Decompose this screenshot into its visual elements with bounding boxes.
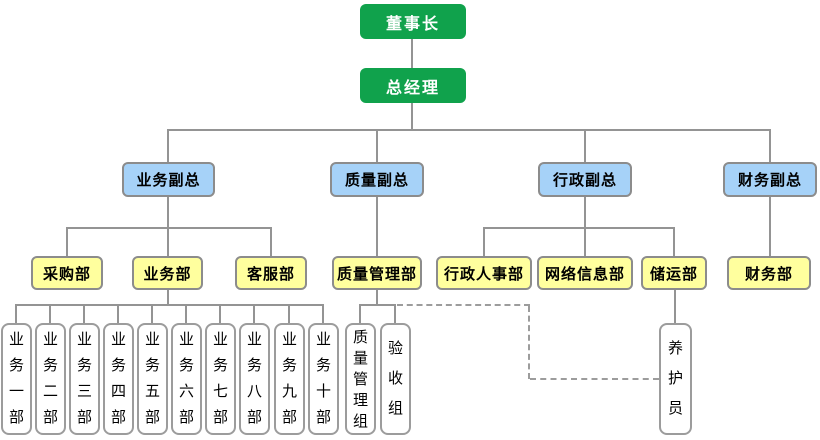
node-general-manager: 总经理: [360, 68, 466, 103]
connector-business-depts-bar: [66, 227, 272, 229]
connector-vp-bar: [167, 129, 771, 131]
node-dept-network-info: 网络信息部: [537, 256, 633, 290]
node-unit-business-3: 业 务 三 部: [69, 323, 100, 435]
connector-drop-business-dept: [167, 227, 169, 256]
connector-drop-purchasing: [66, 227, 68, 256]
node-unit-business-5: 业 务 五 部: [137, 323, 168, 435]
connector-gm-down: [411, 103, 413, 130]
connector-vp-quality-down: [376, 197, 378, 256]
node-unit-business-9: 业 务 九 部: [274, 323, 305, 435]
node-dept-finance: 财务部: [727, 256, 811, 290]
node-chairman: 董事长: [360, 4, 466, 39]
connector-vp-finance-down: [769, 197, 771, 256]
node-dept-purchasing: 采购部: [31, 256, 103, 290]
node-vp-quality: 质量副总: [330, 162, 424, 197]
node-unit-business-8: 业 务 八 部: [239, 323, 270, 435]
node-unit-business-10: 业 务 十 部: [308, 323, 339, 435]
node-unit-business-2: 业 务 二 部: [35, 323, 66, 435]
node-team-acceptance: 验 收 组: [380, 323, 411, 435]
connector-drop-unit-1: [15, 304, 17, 323]
node-dept-storage-transport: 储运部: [641, 256, 707, 290]
connector-quality-teams-bar: [359, 304, 396, 306]
connector-vp-admin-down: [584, 197, 586, 228]
node-unit-business-6: 业 务 六 部: [171, 323, 202, 435]
connector-drop-unit-8: [253, 304, 255, 323]
node-dept-business: 业务部: [132, 256, 203, 290]
node-dept-quality-management: 质量管理部: [332, 256, 422, 290]
node-unit-business-7: 业 务 七 部: [205, 323, 236, 435]
connector-drop-unit-10: [322, 304, 324, 323]
node-vp-business: 业务副总: [122, 162, 215, 197]
connector-drop-network-info: [584, 227, 586, 256]
connector-drop-unit-4: [117, 304, 119, 323]
connector-drop-storage: [673, 227, 675, 256]
node-staff-maintenance: 养 护 员: [659, 323, 692, 435]
node-dept-admin-hr: 行政人事部: [436, 256, 532, 290]
connector-vp-business-down: [167, 197, 169, 228]
connector-drop-unit-6: [185, 304, 187, 323]
connector-drop-unit-9: [288, 304, 290, 323]
connector-drop-acceptance-team: [394, 304, 396, 323]
connector-quality-dept-down: [376, 290, 378, 306]
node-unit-business-1: 业 务 一 部: [1, 323, 32, 435]
connector-drop-unit-5: [151, 304, 153, 323]
dashed-connector-h2: [530, 378, 659, 380]
node-team-quality-management: 质 量 管 理 组: [345, 323, 376, 435]
connector-drop-vp-admin: [584, 129, 586, 162]
dashed-connector-v: [528, 306, 530, 379]
connector-drop-admin-hr: [483, 227, 485, 256]
dashed-connector-h1: [397, 304, 530, 306]
connector-units-bar: [15, 304, 324, 306]
connector-drop-unit-7: [219, 304, 221, 323]
connector-drop-vp-finance: [769, 129, 771, 162]
connector-drop-customer-service: [270, 227, 272, 256]
connector-admin-depts-bar: [483, 227, 675, 229]
connector-storage-maintenance: [674, 290, 676, 323]
connector-chairman-gm: [411, 39, 413, 68]
connector-drop-unit-2: [49, 304, 51, 323]
node-vp-admin: 行政副总: [538, 162, 632, 197]
connector-drop-quality-team: [359, 304, 361, 323]
connector-business-dept-down: [167, 290, 169, 306]
node-unit-business-4: 业 务 四 部: [103, 323, 134, 435]
connector-drop-vp-business: [167, 129, 169, 162]
connector-drop-vp-quality: [376, 129, 378, 162]
node-vp-finance: 财务副总: [723, 162, 817, 197]
connector-drop-unit-3: [83, 304, 85, 323]
node-dept-customer-service: 客服部: [235, 256, 307, 290]
